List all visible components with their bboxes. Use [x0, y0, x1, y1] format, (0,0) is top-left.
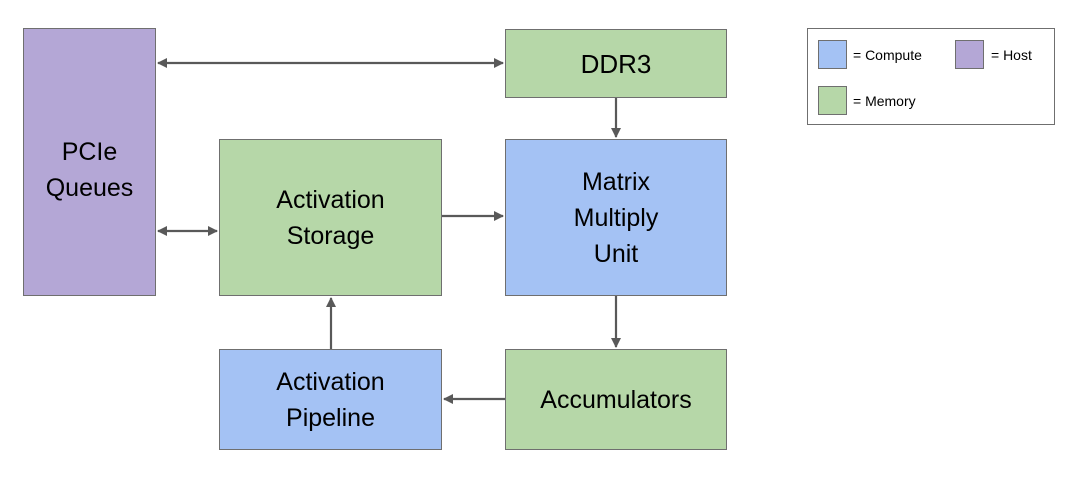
legend-host-swatch	[955, 40, 984, 69]
matrix-multiply-unit-block: Matrix Multiply Unit	[505, 139, 727, 296]
pcie-queues-block: PCIe Queues	[23, 28, 156, 296]
legend-memory-swatch	[818, 86, 847, 115]
activation-pipeline-block: Activation Pipeline	[219, 349, 442, 450]
legend-memory-label: = Memory	[853, 93, 916, 109]
legend-compute-swatch	[818, 40, 847, 69]
ddr3-block: DDR3	[505, 29, 727, 98]
accumulators-block: Accumulators	[505, 349, 727, 450]
activation-storage-block: Activation Storage	[219, 139, 442, 296]
legend-host-label: = Host	[991, 47, 1032, 63]
legend: = Compute = Host = Memory	[807, 28, 1055, 125]
legend-compute-label: = Compute	[853, 47, 922, 63]
